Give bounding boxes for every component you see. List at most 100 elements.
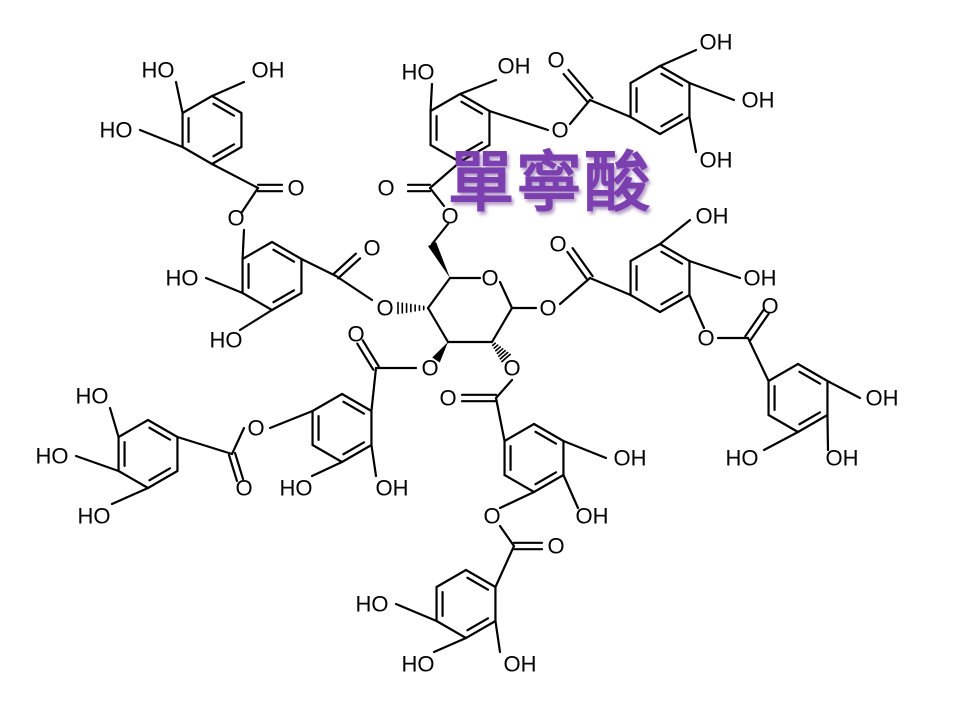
far-left-ring-inner-bond [148, 467, 172, 482]
oh-bond [688, 115, 698, 154]
oh-bond [494, 619, 502, 654]
far-left-ring-bond [117, 418, 150, 439]
stereo-wedges [428, 241, 450, 363]
oh-bond [826, 413, 830, 452]
carbonyl-oxygen-label: O [235, 476, 252, 501]
oh-bond [108, 406, 120, 439]
hydroxyl-label: HO [402, 60, 435, 85]
far-right-ring-bond [796, 413, 829, 434]
lower-center-ring-bond [503, 473, 536, 494]
ester-oxygen-label: O [441, 204, 458, 229]
hydroxyl-label: OH [498, 54, 531, 79]
carbonyl-oxygen-label: O [439, 386, 456, 411]
upper-center-ring-inner-bond [460, 100, 484, 115]
upper-left-ring-inner-bond [212, 102, 236, 117]
upper-right-ring-inner-bond [660, 113, 684, 128]
slide-title: 單寧酸 [448, 144, 652, 221]
hydroxyl-label: HO [280, 476, 313, 501]
right-ring-inner-bond [660, 291, 684, 306]
oh-bond [110, 486, 150, 506]
ring-ester-bond [688, 293, 706, 330]
left-lower-ring-bond [311, 443, 344, 464]
upper-right-ring-bond [658, 64, 691, 85]
hydroxyl-label: OH [696, 204, 729, 229]
far-right-ring-bond [767, 413, 800, 434]
acyl-bond [300, 257, 338, 278]
oh-bond [826, 379, 862, 400]
oh-bond [394, 602, 438, 623]
hydroxyl-label: OH [700, 30, 733, 55]
oh-bond [238, 308, 274, 332]
bottom-ring-bond [435, 619, 468, 640]
carbonyl [566, 250, 589, 281]
acyl-bond [588, 276, 632, 297]
ring-ester-bond [268, 409, 314, 430]
left-middle-ring-bond [241, 240, 274, 261]
upper-center-ring-bond [429, 92, 462, 113]
right-ring-bond [658, 293, 691, 314]
right-ring-bond [629, 242, 662, 263]
hydroxyl-label: OH [504, 652, 537, 677]
far-right-ring-inner-bond [798, 370, 822, 385]
carbonyl [567, 68, 594, 100]
bottom-ring-inner-bond [466, 576, 490, 591]
far-left-ring-bond [146, 418, 179, 439]
far-right-ring-bond [767, 362, 800, 383]
oh-bond [562, 439, 608, 460]
hydroxyl-label: HO [210, 328, 243, 353]
oh-bond [174, 80, 184, 115]
left-middle-ring-bond [270, 291, 303, 312]
hydroxyl-label: OH [376, 476, 409, 501]
lower-center-ring-bond [532, 422, 565, 443]
oh-bond [74, 454, 120, 473]
hydroxyl-label: OH [700, 148, 733, 173]
hydroxyl-label: OH [826, 446, 859, 471]
far-left-ring-bond [117, 469, 150, 490]
oh-bond [210, 80, 246, 98]
ring-oxygen-label: O [481, 266, 498, 291]
upper-left-ring-bond [210, 145, 243, 166]
upper-left-ring-inner-bond [212, 143, 236, 158]
far-right-ring-bond [796, 362, 829, 383]
acyl-bond [494, 544, 516, 589]
glucose-ring-bond [426, 306, 450, 344]
ester-oxygen-label: O [483, 504, 500, 529]
ester-bond [428, 186, 446, 208]
far-left-ring-inner-bond [148, 426, 172, 441]
ring-ester-bond [488, 109, 550, 132]
oh-bond [310, 460, 344, 478]
oh-bond [762, 430, 800, 452]
hydroxyl-label: HO [36, 444, 69, 469]
ester-oxygen-label: O [376, 296, 393, 321]
ester-bond [498, 524, 516, 548]
upper-center-ring-inner-bond [460, 141, 484, 156]
carbonyl [332, 252, 357, 275]
carbonyl [571, 247, 594, 278]
ester-oxygen-label: O [551, 118, 568, 143]
right-ring-inner-bond [660, 250, 684, 265]
hydroxyl-label: OH [866, 386, 899, 411]
upper-right-ring-bond [629, 115, 662, 136]
acyl-bond [588, 98, 632, 119]
left-middle-ring-inner-bond [272, 289, 296, 304]
oh-bond [432, 636, 468, 654]
hydroxyl-label: HO [356, 592, 389, 617]
glucose-ring-bond [490, 306, 514, 344]
c4-hashed-bond [397, 301, 425, 315]
hydroxyl-label: HO [100, 118, 133, 143]
upper-left-ring-bond [181, 94, 214, 115]
hydroxyl-label: OH [744, 266, 777, 291]
acyl-bond [494, 396, 506, 443]
upper-left-ring-bond [210, 94, 243, 115]
acyl-bond [370, 366, 378, 413]
oh-bond [688, 81, 736, 102]
ester-bond [558, 276, 592, 306]
oh-bond [204, 276, 244, 295]
ester-bond [494, 378, 514, 400]
ester-oxygen-label: O [503, 356, 520, 381]
carbonyl-oxygen-label: O [347, 322, 364, 347]
carbonyl [749, 312, 770, 341]
lower-center-ring-inner-bond [534, 471, 558, 486]
c2-hashed-bond [491, 342, 511, 363]
